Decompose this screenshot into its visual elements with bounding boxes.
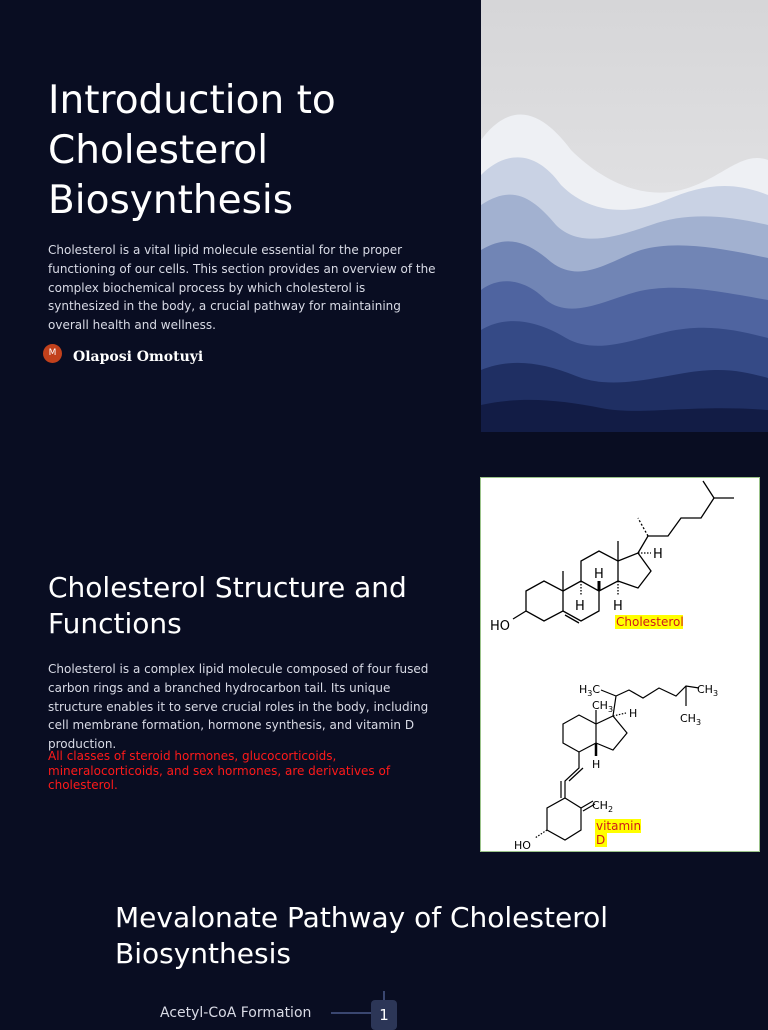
slide2-description: Cholesterol is a complex lipid molecule … xyxy=(48,662,429,752)
cholesterol-label-highlight xyxy=(615,615,683,629)
pathway-step-connector xyxy=(331,1012,373,1014)
slide1-description: Cholesterol is a vital lipid molecule es… xyxy=(48,243,436,333)
author-avatar: M xyxy=(43,344,62,363)
cholesterol-structure xyxy=(512,480,734,624)
pathway-step-number: 1 xyxy=(371,1000,397,1030)
vitamin-d-label-highlight-1 xyxy=(595,819,641,833)
structure-diagram-panel: HO H H H H Cholesterol xyxy=(480,477,760,852)
ch2-label: CH2 xyxy=(592,799,613,814)
ho-label: HO xyxy=(490,619,510,634)
cholesterol-atom-labels: HO H H H H xyxy=(490,547,663,634)
pathway-step-label: Acetyl-CoA Formation xyxy=(160,1005,312,1021)
ch3-label: CH3 xyxy=(697,683,718,698)
vitamin-d-label-highlight-2 xyxy=(595,833,607,847)
ch3-label: CH3 xyxy=(592,699,613,714)
h3c-label: H3C xyxy=(579,683,600,698)
h-label: H xyxy=(613,599,623,614)
slide3-title: Mevalonate Pathway of Cholesterol Biosyn… xyxy=(115,901,608,970)
h-label: H xyxy=(594,567,604,582)
author-name: Olaposi Omotuyi xyxy=(73,349,204,365)
vitamin-d-label-line2: D xyxy=(596,833,605,847)
cholesterol-label: Cholesterol xyxy=(616,615,684,629)
hero-mountain-image xyxy=(481,0,768,432)
timeline-line xyxy=(383,991,385,1001)
h-label: H xyxy=(629,707,637,720)
h-label: H xyxy=(653,547,663,562)
h-label: H xyxy=(592,758,600,771)
slide1-title: Introduction to Cholesterol Biosynthesis xyxy=(48,78,336,223)
ch3-label: CH3 xyxy=(680,712,701,727)
ho-label: HO xyxy=(514,839,531,851)
vitamin-d-label-line1: vitamin xyxy=(596,819,641,833)
vitamin-d-atom-labels: H3C CH3 CH3 CH3 H H CH2 HO xyxy=(514,683,718,851)
molecular-structures: HO H H H H Cholesterol xyxy=(490,480,734,851)
h-label: H xyxy=(575,599,585,614)
steroid-hormones-note: All classes of steroid hormones, glucoco… xyxy=(48,749,391,792)
mountain-illustration xyxy=(481,0,768,432)
vitamin-d-structure xyxy=(534,685,700,841)
slide2-title: Cholesterol Structure and Functions xyxy=(48,571,407,640)
